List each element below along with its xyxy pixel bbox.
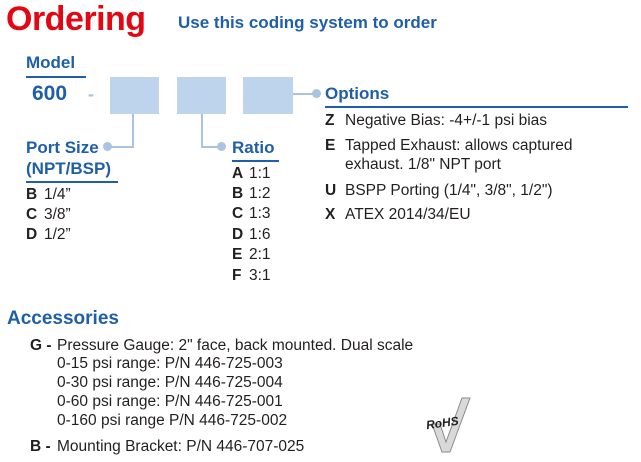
port-size-connector-dot [103, 142, 112, 151]
port-size-connector-horizontal [111, 146, 134, 148]
model-label: Model [26, 53, 76, 72]
port-size-subtitle: (NPT/BSP) [26, 159, 111, 178]
accessory-gauge: G -Pressure Gauge: 2" face, back mounted… [30, 337, 414, 354]
port-size-connector-vertical [132, 114, 134, 147]
options-connector-dot [312, 89, 321, 98]
page-subtitle: Use this coding system to order [178, 13, 437, 32]
accessory-bracket: B -Mounting Bracket: P/N 446-707-025 [30, 438, 305, 455]
gauge-range-item: 0-160 psi range P/N 446-725-002 [57, 412, 288, 429]
ratio-title: Ratio [232, 138, 275, 157]
options-connector-line [293, 93, 314, 95]
model-number: 600 [32, 82, 68, 105]
port-size-title: Port Size [26, 138, 99, 157]
page-title: Ordering [6, 0, 146, 38]
options-underline [325, 106, 628, 108]
options-title: Options [325, 84, 390, 103]
rohs-check-icon [431, 397, 471, 453]
code-box-options [243, 77, 293, 114]
accessories-title: Accessories [7, 308, 119, 329]
list-item-continuation: exhaust. 1/8" NPT port [345, 156, 501, 173]
gauge-range-item: 0-15 psi range: P/N 446-725-003 [57, 355, 283, 372]
gauge-range-item: 0-30 psi range: P/N 446-725-004 [57, 374, 283, 391]
ratio-underline [232, 160, 279, 162]
code-box-port-size [110, 77, 159, 114]
code-box-ratio [177, 77, 226, 114]
port-size-underline [26, 181, 118, 183]
ratio-connector-vertical [201, 114, 203, 147]
model-dash: - [88, 84, 94, 104]
ratio-connector-dot [217, 142, 226, 151]
gauge-range-item: 0-60 psi range: P/N 446-725-001 [57, 393, 283, 410]
model-underline [26, 76, 86, 78]
ratio-connector-horizontal [201, 146, 220, 148]
rohs-logo: RoHS [424, 394, 474, 454]
